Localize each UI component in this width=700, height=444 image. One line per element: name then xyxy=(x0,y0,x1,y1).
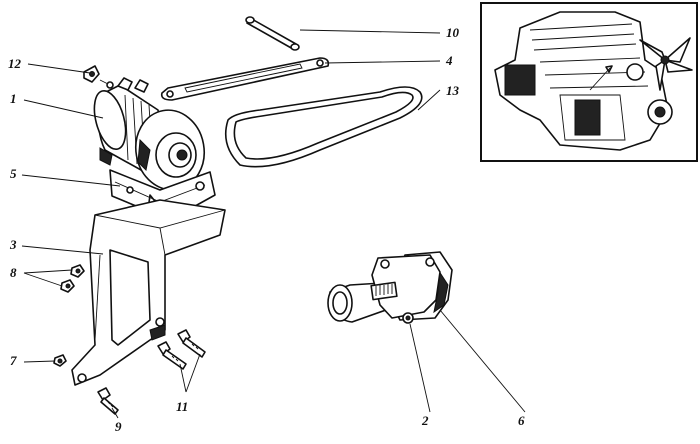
callout-1: 1 xyxy=(10,91,17,106)
callout-3: 3 xyxy=(10,237,17,252)
callout-13: 13 xyxy=(446,83,459,98)
thermostat-housing xyxy=(327,251,453,324)
callout-6: 6 xyxy=(518,413,525,428)
callout-2: 2 xyxy=(422,413,429,428)
tension-bar xyxy=(160,57,330,101)
mounting-bracket xyxy=(71,199,226,386)
callout-11: 11 xyxy=(176,399,189,414)
callout-4: 4 xyxy=(446,53,453,68)
bolts xyxy=(157,329,206,370)
engine-location-inset xyxy=(480,2,698,162)
alternator xyxy=(93,77,205,191)
leader-lines xyxy=(21,29,526,419)
nuts xyxy=(60,264,85,293)
nut-small xyxy=(53,354,67,367)
drive-belt xyxy=(224,86,423,168)
callout-7: 7 xyxy=(10,353,17,368)
clip xyxy=(83,65,114,89)
pivot-pin xyxy=(245,16,300,51)
callout-12: 12 xyxy=(8,56,21,71)
callout-5: 5 xyxy=(10,166,17,181)
fan-icon xyxy=(639,37,693,91)
bolt-9 xyxy=(97,387,119,415)
callout-10: 10 xyxy=(446,25,459,40)
callout-9: 9 xyxy=(115,419,122,434)
callout-8: 8 xyxy=(10,265,17,280)
